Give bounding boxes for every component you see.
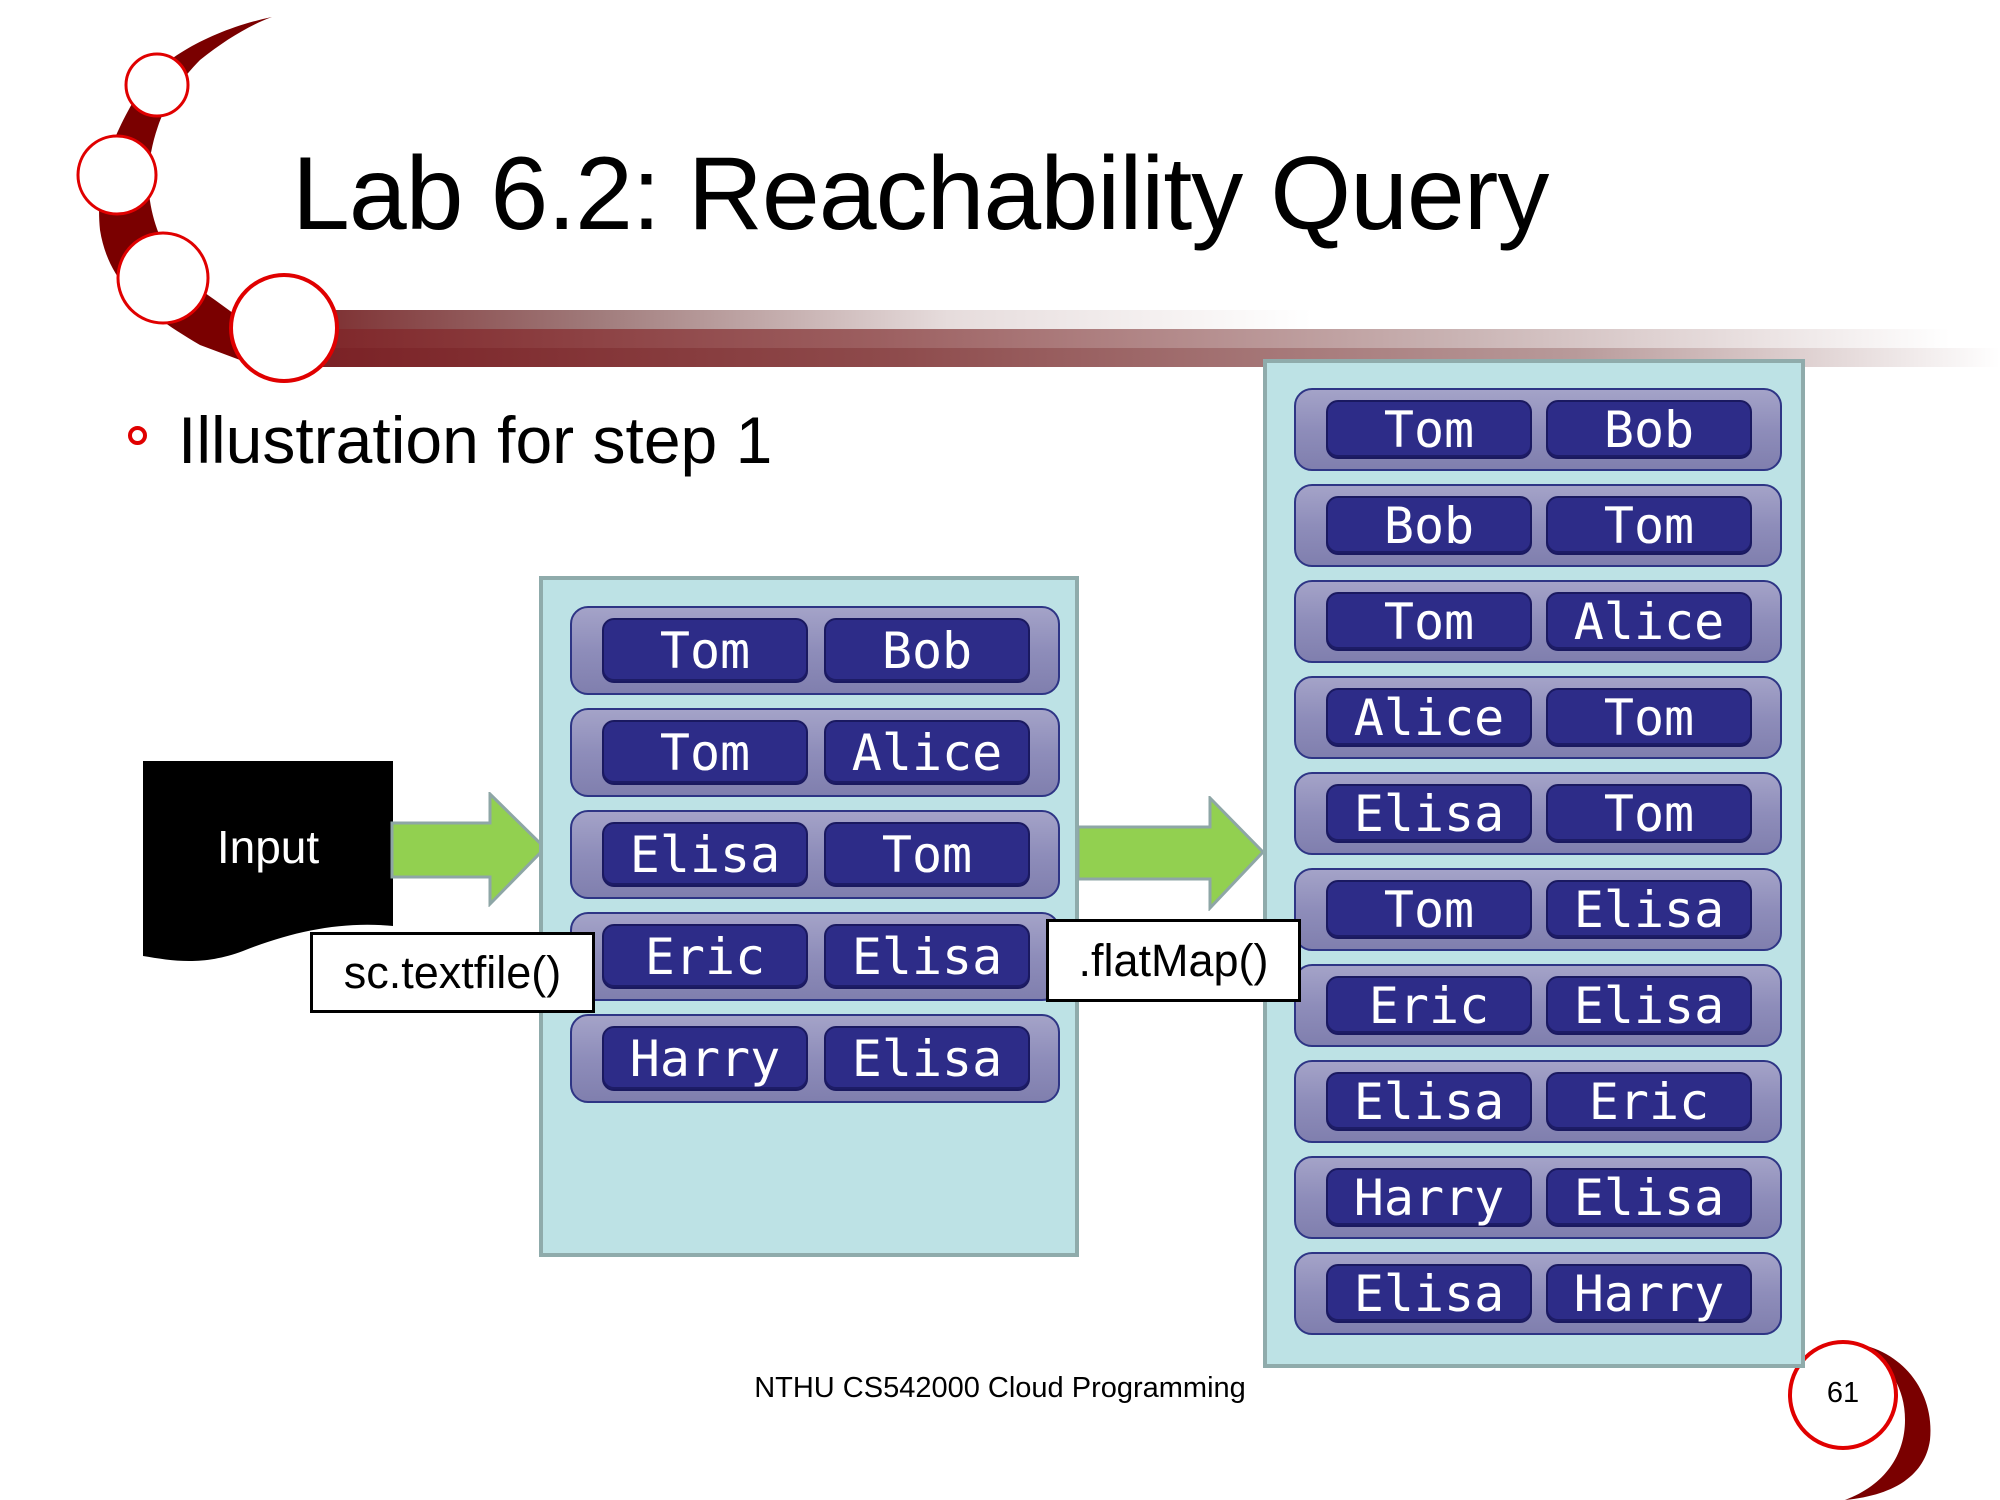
target-vertex-chip: Elisa (1546, 880, 1752, 939)
ornament-circle-4 (229, 273, 339, 383)
target-vertex-chip: Bob (824, 618, 1030, 683)
target-vertex-chip: Tom (1546, 688, 1752, 747)
target-vertex-chip: Eric (1546, 1072, 1752, 1131)
slide-footer: NTHU CS542000 Cloud Programming (754, 1372, 1246, 1404)
source-vertex-chip: Eric (1326, 976, 1532, 1035)
input-document-icon (143, 761, 393, 961)
target-vertex-chip: Bob (1546, 400, 1752, 459)
target-vertex-chip: Tom (824, 822, 1030, 887)
source-vertex-chip: Bob (1326, 496, 1532, 555)
target-vertex-chip: Elisa (1546, 1168, 1752, 1227)
source-vertex-chip: Elisa (1326, 784, 1532, 843)
arrow-right-icon (1078, 796, 1266, 911)
target-vertex-chip: Tom (1546, 496, 1752, 555)
page-number: 61 (1826, 1377, 1860, 1409)
source-vertex-chip: Elisa (1326, 1072, 1532, 1131)
source-vertex-chip: Eric (602, 924, 808, 989)
source-vertex-chip: Harry (602, 1026, 808, 1091)
flatmap-callout: .flatMap() (1046, 919, 1301, 1002)
arrow-right-icon (390, 792, 548, 907)
source-vertex-chip: Tom (1326, 592, 1532, 651)
source-vertex-chip: Tom (1326, 880, 1532, 939)
source-vertex-chip: Tom (602, 720, 808, 785)
target-vertex-chip: Alice (1546, 592, 1752, 651)
source-vertex-chip: Elisa (602, 822, 808, 887)
target-vertex-chip: Elisa (824, 1026, 1030, 1091)
slide-title: Lab 6.2: Reachability Query (292, 136, 1549, 252)
bullet-text: Illustration for step 1 (178, 403, 773, 477)
target-vertex-chip: Alice (824, 720, 1030, 785)
source-vertex-chip: Harry (1326, 1168, 1532, 1227)
target-vertex-chip: Elisa (824, 924, 1030, 989)
target-vertex-chip: Tom (1546, 784, 1752, 843)
header-bar-stripe (300, 310, 1650, 329)
textfile-callout: sc.textfile() (310, 932, 595, 1013)
target-vertex-chip: Elisa (1546, 976, 1752, 1035)
input-label: Input (216, 821, 320, 873)
source-vertex-chip: Elisa (1326, 1264, 1532, 1323)
bullet-icon (128, 426, 147, 445)
source-vertex-chip: Tom (1326, 400, 1532, 459)
source-vertex-chip: Tom (602, 618, 808, 683)
page-number-circle (1788, 1340, 1898, 1450)
source-vertex-chip: Alice (1326, 688, 1532, 747)
target-vertex-chip: Harry (1546, 1264, 1752, 1323)
header-bar-stripe (300, 329, 1950, 348)
